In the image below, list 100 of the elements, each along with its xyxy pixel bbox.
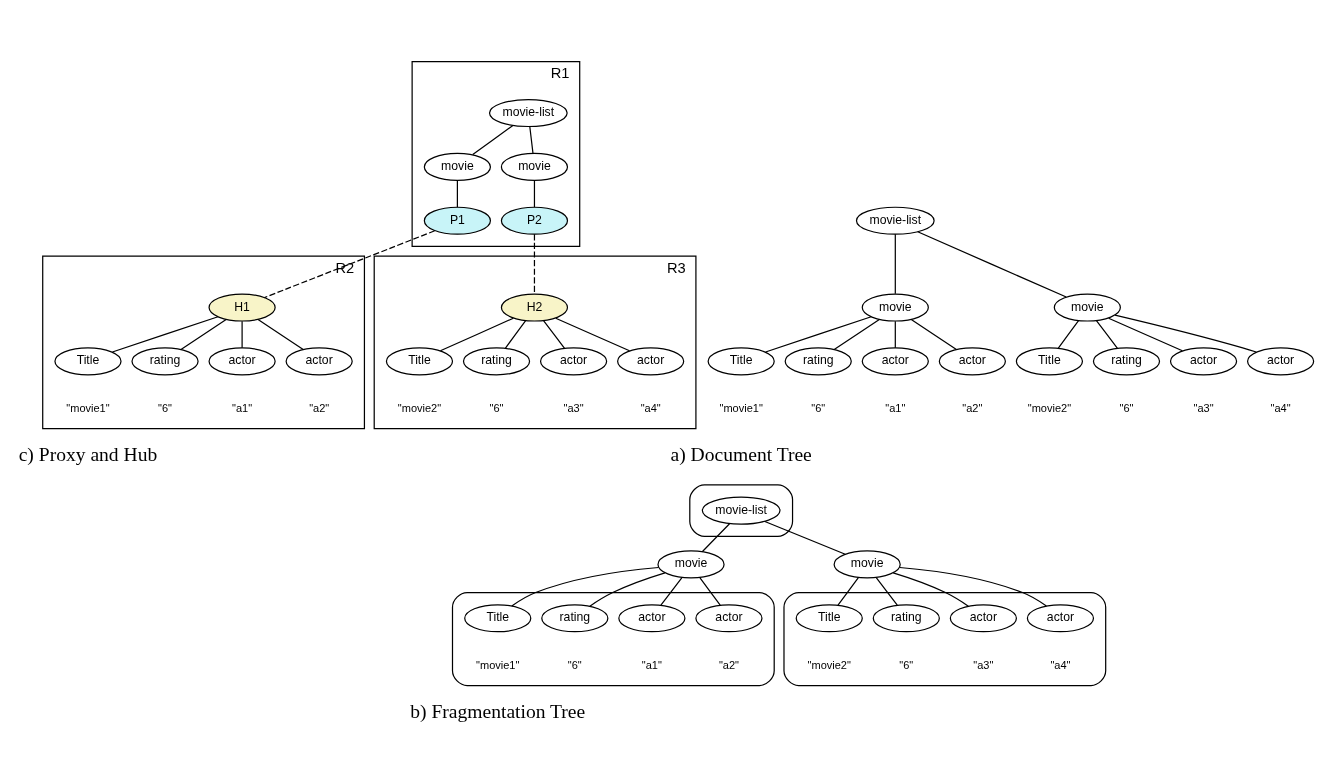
connector [263,229,436,298]
node-label: "movie2" [1027,401,1072,414]
node-label: "movie2" [807,658,851,671]
node-ellipse: movie [833,549,901,578]
connector [1108,317,1183,351]
label: c) Proxy and Hub [18,443,158,465]
node-ellipse: actor [938,346,1006,375]
connector [529,125,534,154]
node-ellipse: movie [861,292,929,322]
connector [894,233,896,294]
node-ellipse: rating [784,346,852,375]
node-ellipse: actor [617,346,685,375]
node-label: "6" [567,658,582,671]
node-ellipse: P2 [500,206,569,235]
label: a) Document Tree [670,443,812,465]
node-ellipse: movie [657,549,725,578]
connector [439,317,514,351]
node-ellipse: rating [131,346,199,375]
connector [472,124,514,155]
node-ellipse: actor [861,346,929,375]
connector [837,576,859,606]
node-label: "a3" [973,658,994,671]
label: b) Fragmentation Tree [410,700,586,722]
node-label: "a1" [885,401,906,414]
node-ellipse: actor [539,346,608,375]
connector [910,318,957,350]
node-ellipse: Title [795,603,863,632]
node-ellipse: movie [423,152,492,181]
node-label: "6" [489,401,504,414]
connector [589,571,666,607]
node-label: "movie1" [476,658,520,671]
node-ellipse: actor [618,603,686,632]
node-ellipse: H2 [500,292,569,322]
node-ellipse: Title [385,346,454,375]
node-ellipse: rating [872,603,940,632]
connector [660,576,683,606]
connector [699,576,721,606]
node-ellipse: H1 [208,292,276,322]
connector [764,520,846,555]
node-label: "movie1" [66,401,110,414]
node-ellipse: movie-list [488,98,568,127]
connector [701,522,731,552]
node-label: "a3" [563,401,584,414]
connector [1057,319,1080,349]
node-ellipse: movie [1053,292,1121,322]
connector [894,320,896,348]
node-label: "a2" [309,401,330,414]
node-ellipse: Title [464,603,532,632]
node-ellipse: Title [1015,346,1084,375]
connector [504,319,527,349]
connector [257,318,304,350]
node-ellipse: actor [695,603,763,632]
node-ellipse: actor [285,346,353,375]
node-label: "movie2" [397,401,442,414]
node-label: "a2" [962,401,983,414]
connector [555,317,631,351]
node-ellipse: Title [707,346,775,375]
node-label: "6" [811,401,826,414]
node-label: "a1" [641,658,662,671]
connector [533,179,536,208]
connector [833,318,880,350]
connector [917,230,1067,298]
node-label: "6" [158,401,173,414]
node-ellipse: actor [208,346,276,375]
cluster [689,483,794,537]
node-ellipse: movie-list [855,206,935,235]
node-ellipse: actor [1169,346,1238,375]
node-label: "movie1" [719,401,763,414]
node-label: "a4" [1050,658,1071,671]
cluster [451,591,775,686]
node-label: "a4" [1270,401,1291,414]
connector [456,179,458,208]
connector [899,566,1048,607]
node-label: "a2" [718,658,739,671]
node-ellipse: rating [541,603,609,632]
node-ellipse: P1 [423,206,492,235]
connector [180,318,227,350]
node-ellipse: rating [1092,346,1161,375]
connector [241,320,243,348]
node-ellipse: actor [1026,603,1095,632]
connector [765,315,872,353]
node-label: "a3" [1193,401,1214,414]
node-label: "a4" [640,401,661,414]
node-label: "6" [899,658,914,671]
node-label: "6" [1119,401,1134,414]
node-label: "a1" [232,401,253,414]
node-ellipse: rating [462,346,531,375]
connector [1095,319,1119,349]
node-ellipse: movie [500,152,569,181]
node-ellipse: actor [949,603,1017,632]
connector [892,571,969,607]
connector [111,315,219,353]
connector [1114,314,1257,353]
node-ellipse: movie-list [701,496,781,525]
node-ellipse: Title [54,346,122,375]
connector [511,566,660,607]
connector [542,319,566,349]
node-ellipse: actor [1246,346,1315,375]
connector [533,233,536,294]
cluster [783,591,1107,686]
